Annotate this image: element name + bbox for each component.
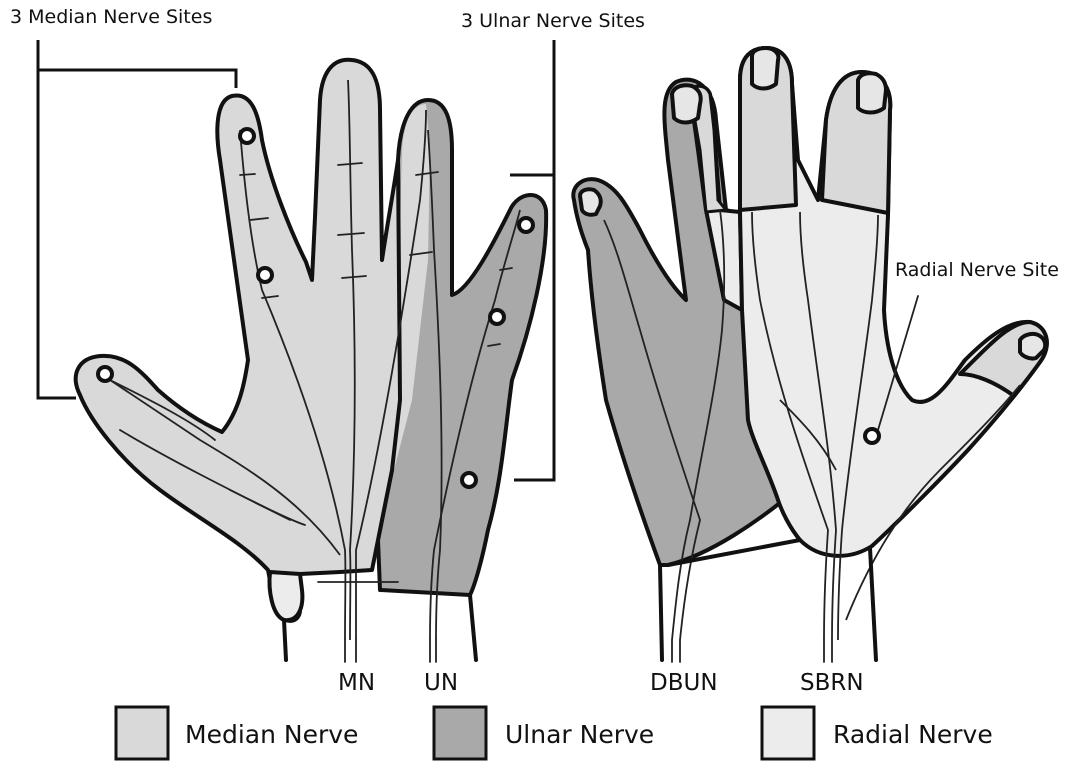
ulnar-site-marker	[519, 218, 533, 232]
radial-site-label: Radial Nerve Site	[895, 259, 1059, 281]
median-sites-label: 3 Median Nerve Sites	[10, 6, 212, 28]
legend-swatch-ulnar	[434, 707, 486, 759]
palmar-hand	[76, 60, 546, 662]
ulnar-site-marker	[462, 473, 476, 487]
dbun-label: DBUN	[650, 670, 718, 696]
legend-label-median: Median Nerve	[185, 720, 358, 749]
radial-site-marker	[865, 429, 879, 443]
legend: Median Nerve Ulnar Nerve Radial Nerve	[116, 707, 993, 759]
palmar-forearm	[284, 595, 476, 662]
median-site-marker	[240, 129, 254, 143]
ulnar-site-marker	[490, 310, 504, 324]
legend-swatch-median	[116, 707, 168, 759]
palmar-thumb-radial-patch	[270, 572, 303, 620]
un-label: UN	[424, 670, 458, 696]
median-site-marker	[98, 367, 112, 381]
median-site-marker	[258, 268, 272, 282]
median-sites-bracket	[38, 70, 236, 398]
legend-label-ulnar: Ulnar Nerve	[505, 720, 654, 749]
legend-label-radial: Radial Nerve	[833, 720, 993, 749]
mn-label: MN	[338, 670, 375, 696]
ulnar-sites-label: 3 Ulnar Nerve Sites	[461, 10, 645, 32]
legend-swatch-radial	[762, 707, 814, 759]
dorsal-hand	[573, 48, 1047, 662]
sbrn-label: SBRN	[800, 670, 864, 696]
